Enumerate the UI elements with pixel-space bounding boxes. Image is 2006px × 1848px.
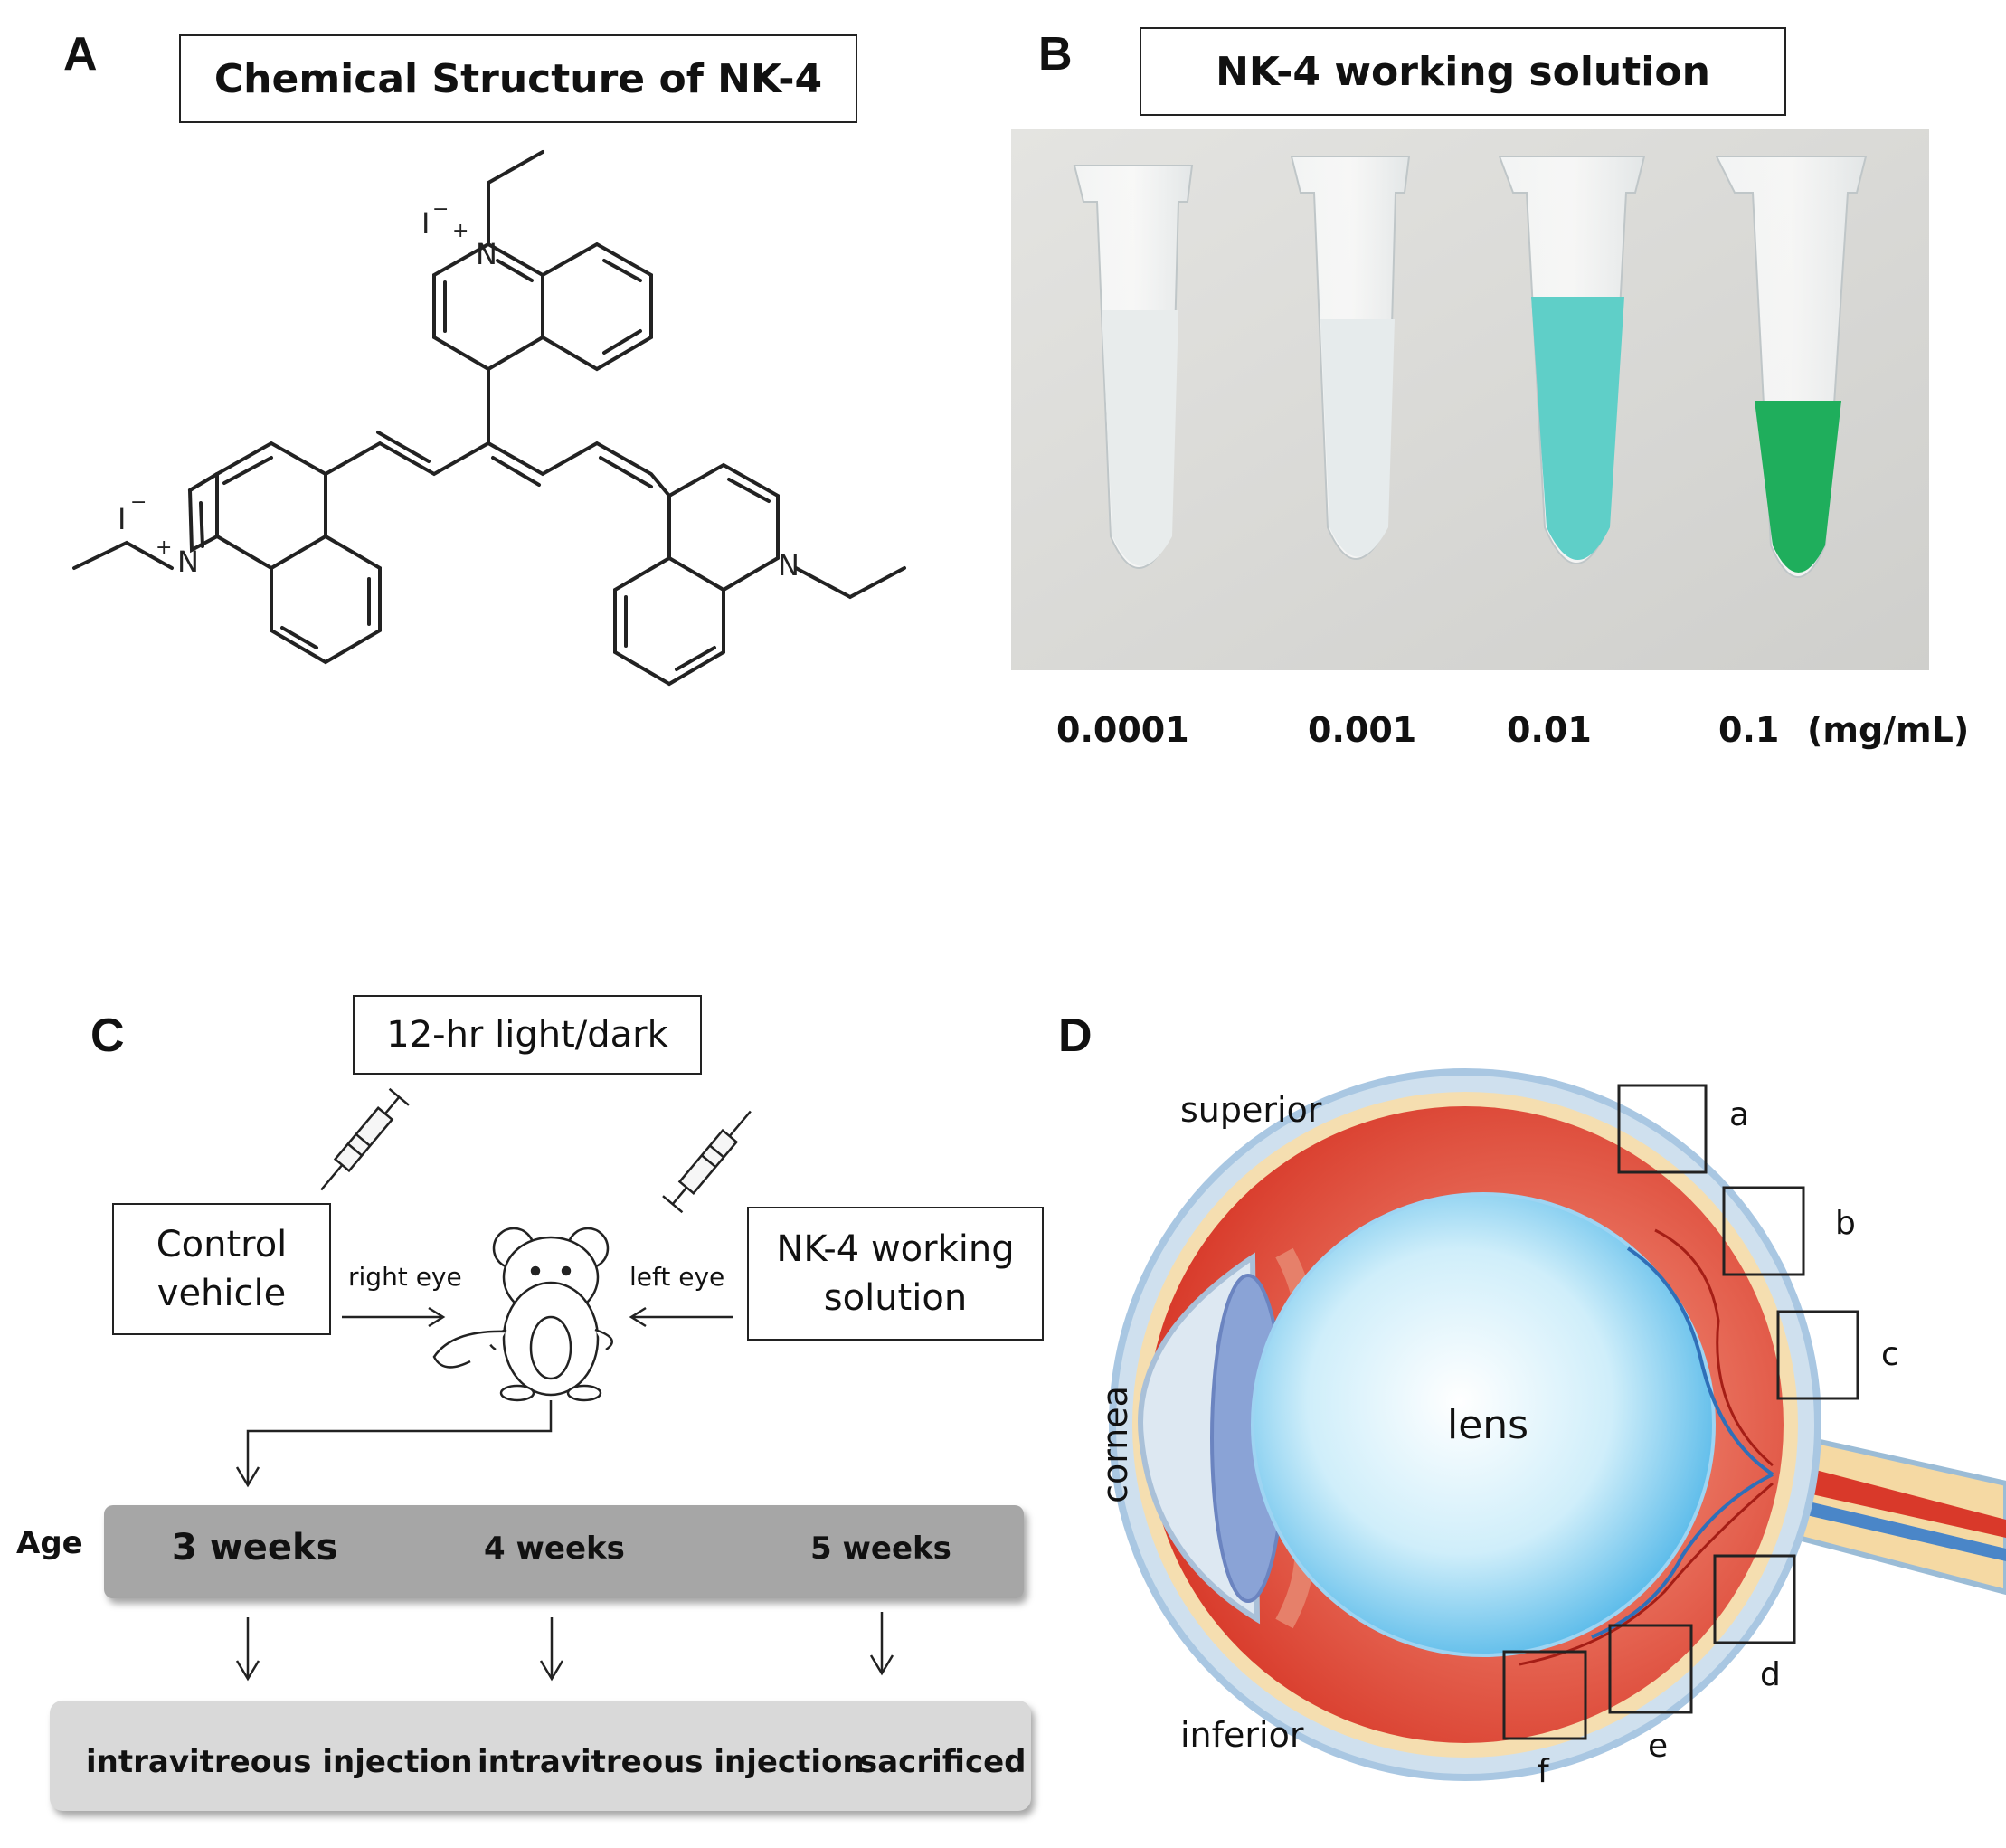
- control-line2: vehicle: [156, 1273, 287, 1314]
- tube-cyan-liquid: [1531, 297, 1624, 560]
- region-label-b: b: [1835, 1205, 1856, 1242]
- mouse-icon: [432, 1227, 613, 1402]
- panel-d-letter: D: [1058, 1009, 1093, 1062]
- age-3-weeks: 3 weeks: [172, 1527, 338, 1568]
- nk4-structure: N + I − N + I − N: [72, 150, 906, 687]
- region-box-f: [1502, 1650, 1587, 1740]
- label-lens: lens: [1447, 1402, 1529, 1448]
- nk4-line1: NK-4 working: [776, 1228, 1015, 1270]
- region-box-c: [1776, 1310, 1859, 1400]
- region-label-a: a: [1729, 1096, 1750, 1133]
- conc-unit: (mg/mL): [1807, 710, 1970, 750]
- atom-n-top: N: [476, 237, 497, 271]
- age-label: Age: [16, 1525, 83, 1561]
- panel-c-graphics: [235, 1087, 894, 1682]
- panel-a-title: Chemical Structure of NK-4: [179, 34, 857, 123]
- tube-photo: [1011, 129, 1929, 670]
- procedure-bar: [50, 1701, 1031, 1811]
- atom-plus-left: +: [156, 536, 172, 559]
- step-1: intravitreous injection: [86, 1744, 473, 1780]
- conc-3: 0.1: [1718, 710, 1780, 750]
- cycle-box: 12-hr light/dark: [353, 995, 702, 1075]
- region-label-c: c: [1881, 1336, 1899, 1373]
- nk4-line2: solution: [823, 1277, 968, 1319]
- atom-n-right: N: [778, 548, 800, 583]
- step-3: sacrificed: [859, 1744, 1027, 1780]
- panel-b-title: NK-4 working solution: [1140, 27, 1786, 116]
- region-label-e: e: [1648, 1728, 1669, 1765]
- label-inferior: inferior: [1180, 1715, 1304, 1755]
- control-box: Control vehicle: [112, 1203, 331, 1335]
- age-5-weeks: 5 weeks: [810, 1531, 951, 1567]
- left-eye-label: left eye: [629, 1262, 725, 1292]
- conc-2: 0.01: [1507, 710, 1592, 750]
- syringe-icon-left: [320, 1087, 410, 1191]
- region-box-b: [1722, 1186, 1805, 1276]
- region-box-e: [1608, 1624, 1693, 1714]
- conc-1: 0.001: [1308, 710, 1417, 750]
- panel-a-letter: A: [63, 28, 98, 81]
- region-box-d: [1713, 1554, 1796, 1644]
- conc-0: 0.0001: [1056, 710, 1189, 750]
- step-2: intravitreous injection: [478, 1744, 865, 1780]
- atom-minus-top: −: [432, 198, 449, 221]
- tube-green-liquid: [1755, 401, 1841, 573]
- region-label-f: f: [1538, 1753, 1549, 1790]
- atom-i-left: I: [118, 502, 126, 536]
- atom-plus-top: +: [452, 220, 468, 242]
- control-line1: Control: [156, 1224, 288, 1265]
- atom-minus-left: −: [130, 491, 147, 514]
- panel-c-letter: C: [90, 1009, 125, 1062]
- syringe-icon-right: [662, 1110, 752, 1214]
- atom-n-left: N: [177, 545, 199, 579]
- panel-b-letter: B: [1038, 28, 1073, 81]
- age-4-weeks: 4 weeks: [484, 1531, 625, 1567]
- region-box-a: [1617, 1084, 1708, 1174]
- age-bar: [104, 1505, 1024, 1598]
- right-eye-label: right eye: [348, 1262, 462, 1292]
- nk4-box: NK-4 working solution: [747, 1207, 1044, 1341]
- label-cornea: cornea: [1094, 1386, 1135, 1503]
- label-superior: superior: [1180, 1090, 1322, 1130]
- atom-i-top: I: [421, 206, 430, 241]
- region-label-d: d: [1760, 1656, 1781, 1693]
